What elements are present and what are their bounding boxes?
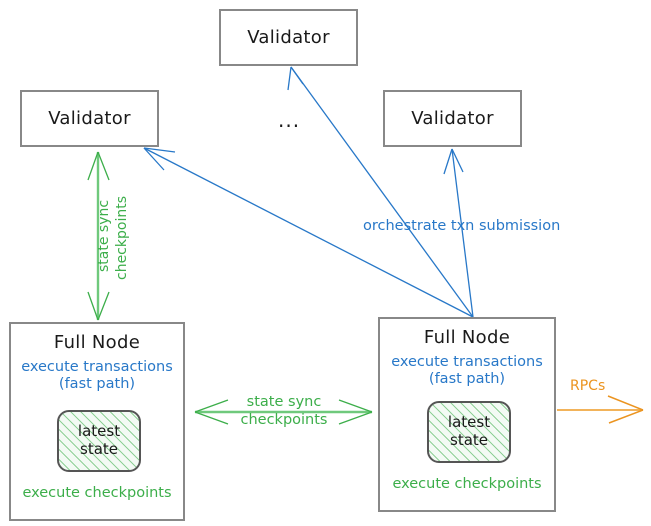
full-node-left[interactable]: Full Node execute transactions (fast pat… [9,322,185,521]
validators-ellipsis: ... [278,108,301,132]
latest-state-chip-left-line1: latest [77,422,121,441]
latest-state-chip-right-line2: state [450,431,488,449]
rpcs-label: RPCs [570,378,606,394]
edge-rpcs [557,395,644,424]
validator-node-top[interactable]: Validator [219,9,358,66]
orchestrate-txn-submission-label: orchestrate txn submission [363,218,561,234]
latest-state-chip-right: latest state [427,401,511,463]
full-node-right-title: Full Node [423,327,511,348]
state-sync-vertical-label-line2: checkpoints [114,196,130,280]
full-node-left-title: Full Node [53,332,141,353]
state-sync-vertical-label-line1: state sync [96,199,112,272]
latest-state-chip-left: latest state [57,410,141,472]
full-node-right-footer: execute checkpoints [392,476,542,492]
latest-state-chip-left-line2: state [80,440,118,458]
full-node-left-subtitle: execute transactions (fast path) [21,359,173,392]
validator-left-label: Validator [48,108,131,129]
full-node-right-subtitle-line1: execute transactions [391,354,543,370]
validator-top-label: Validator [247,27,330,48]
full-node-left-subtitle-line2: (fast path) [58,375,136,392]
validator-node-left[interactable]: Validator [20,90,159,147]
state-sync-horizontal-label: state sync checkpoints [223,393,345,429]
full-node-right-subtitle-line2: (fast path) [428,370,506,387]
validator-right-label: Validator [411,108,494,129]
full-node-left-footer: execute checkpoints [22,485,172,501]
state-sync-horizontal-label-line1: state sync [246,394,322,410]
full-node-right-subtitle: execute transactions (fast path) [391,354,543,387]
latest-state-chip-right-line1: latest [447,413,491,432]
state-sync-horizontal-label-line2: checkpoints [240,412,328,429]
full-node-left-subtitle-line1: execute transactions [21,359,173,375]
full-node-right[interactable]: Full Node execute transactions (fast pat… [378,317,556,512]
validator-node-right[interactable]: Validator [383,90,522,147]
